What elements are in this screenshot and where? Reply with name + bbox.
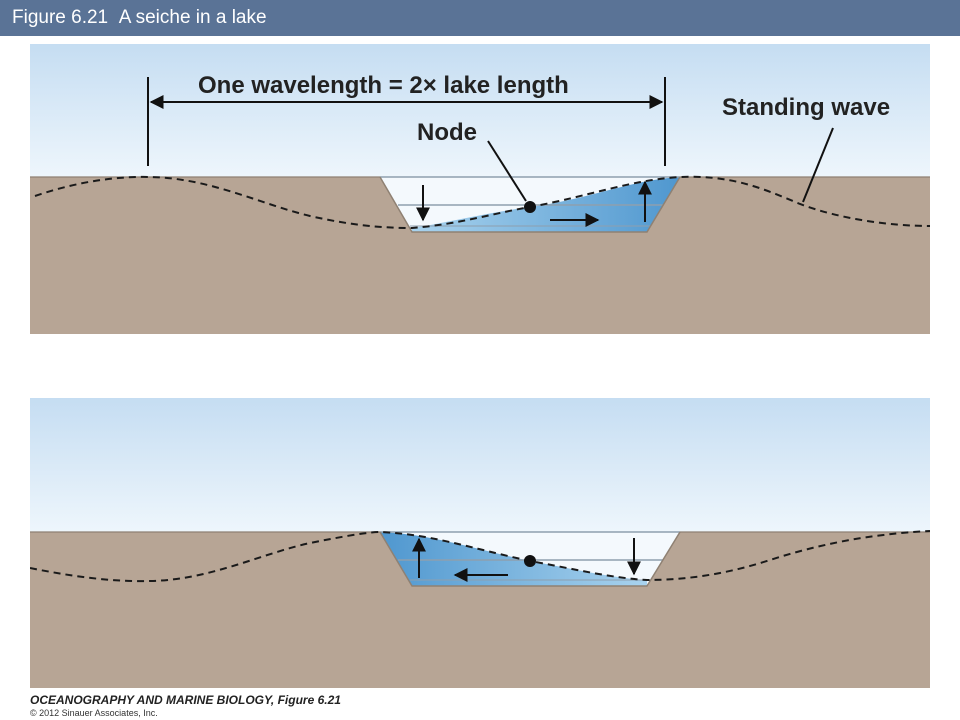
- figure-number: Figure 6.21: [12, 7, 109, 28]
- sky: [30, 44, 930, 177]
- sky: [30, 398, 930, 532]
- node-pointer: [487, 140, 527, 202]
- seiche-panel-top: One wavelength = 2× lake length Node Sta…: [30, 44, 930, 334]
- title-gap: [108, 7, 119, 29]
- figure-title: A seiche in a lake: [118, 7, 267, 28]
- water: [380, 532, 647, 586]
- wavelength-label: One wavelength = 2× lake length: [198, 72, 569, 99]
- node-dot: [524, 555, 536, 567]
- standing-wave-label: Standing wave: [722, 94, 890, 121]
- ground: [30, 532, 930, 688]
- node-dot: [524, 201, 536, 213]
- basin-walls: [379, 531, 681, 587]
- ground: [30, 177, 930, 334]
- standing-wave-line: [34, 175, 930, 230]
- standing-wave-line: [30, 530, 930, 583]
- title-bar: Figure 6.21 A seiche in a lake: [0, 0, 960, 36]
- seiche-panel-bottom: [30, 398, 930, 688]
- standing-wave-pointer: [802, 127, 834, 203]
- node-label: Node: [417, 119, 477, 146]
- footer: OCEANOGRAPHY AND MARINE BIOLOGY, Figure …: [30, 693, 341, 719]
- copyright-notice: © 2012 Sinauer Associates, Inc.: [30, 708, 158, 718]
- water: [412, 177, 680, 232]
- source-credit: OCEANOGRAPHY AND MARINE BIOLOGY, Figure …: [30, 693, 341, 707]
- basin-walls: [379, 176, 681, 233]
